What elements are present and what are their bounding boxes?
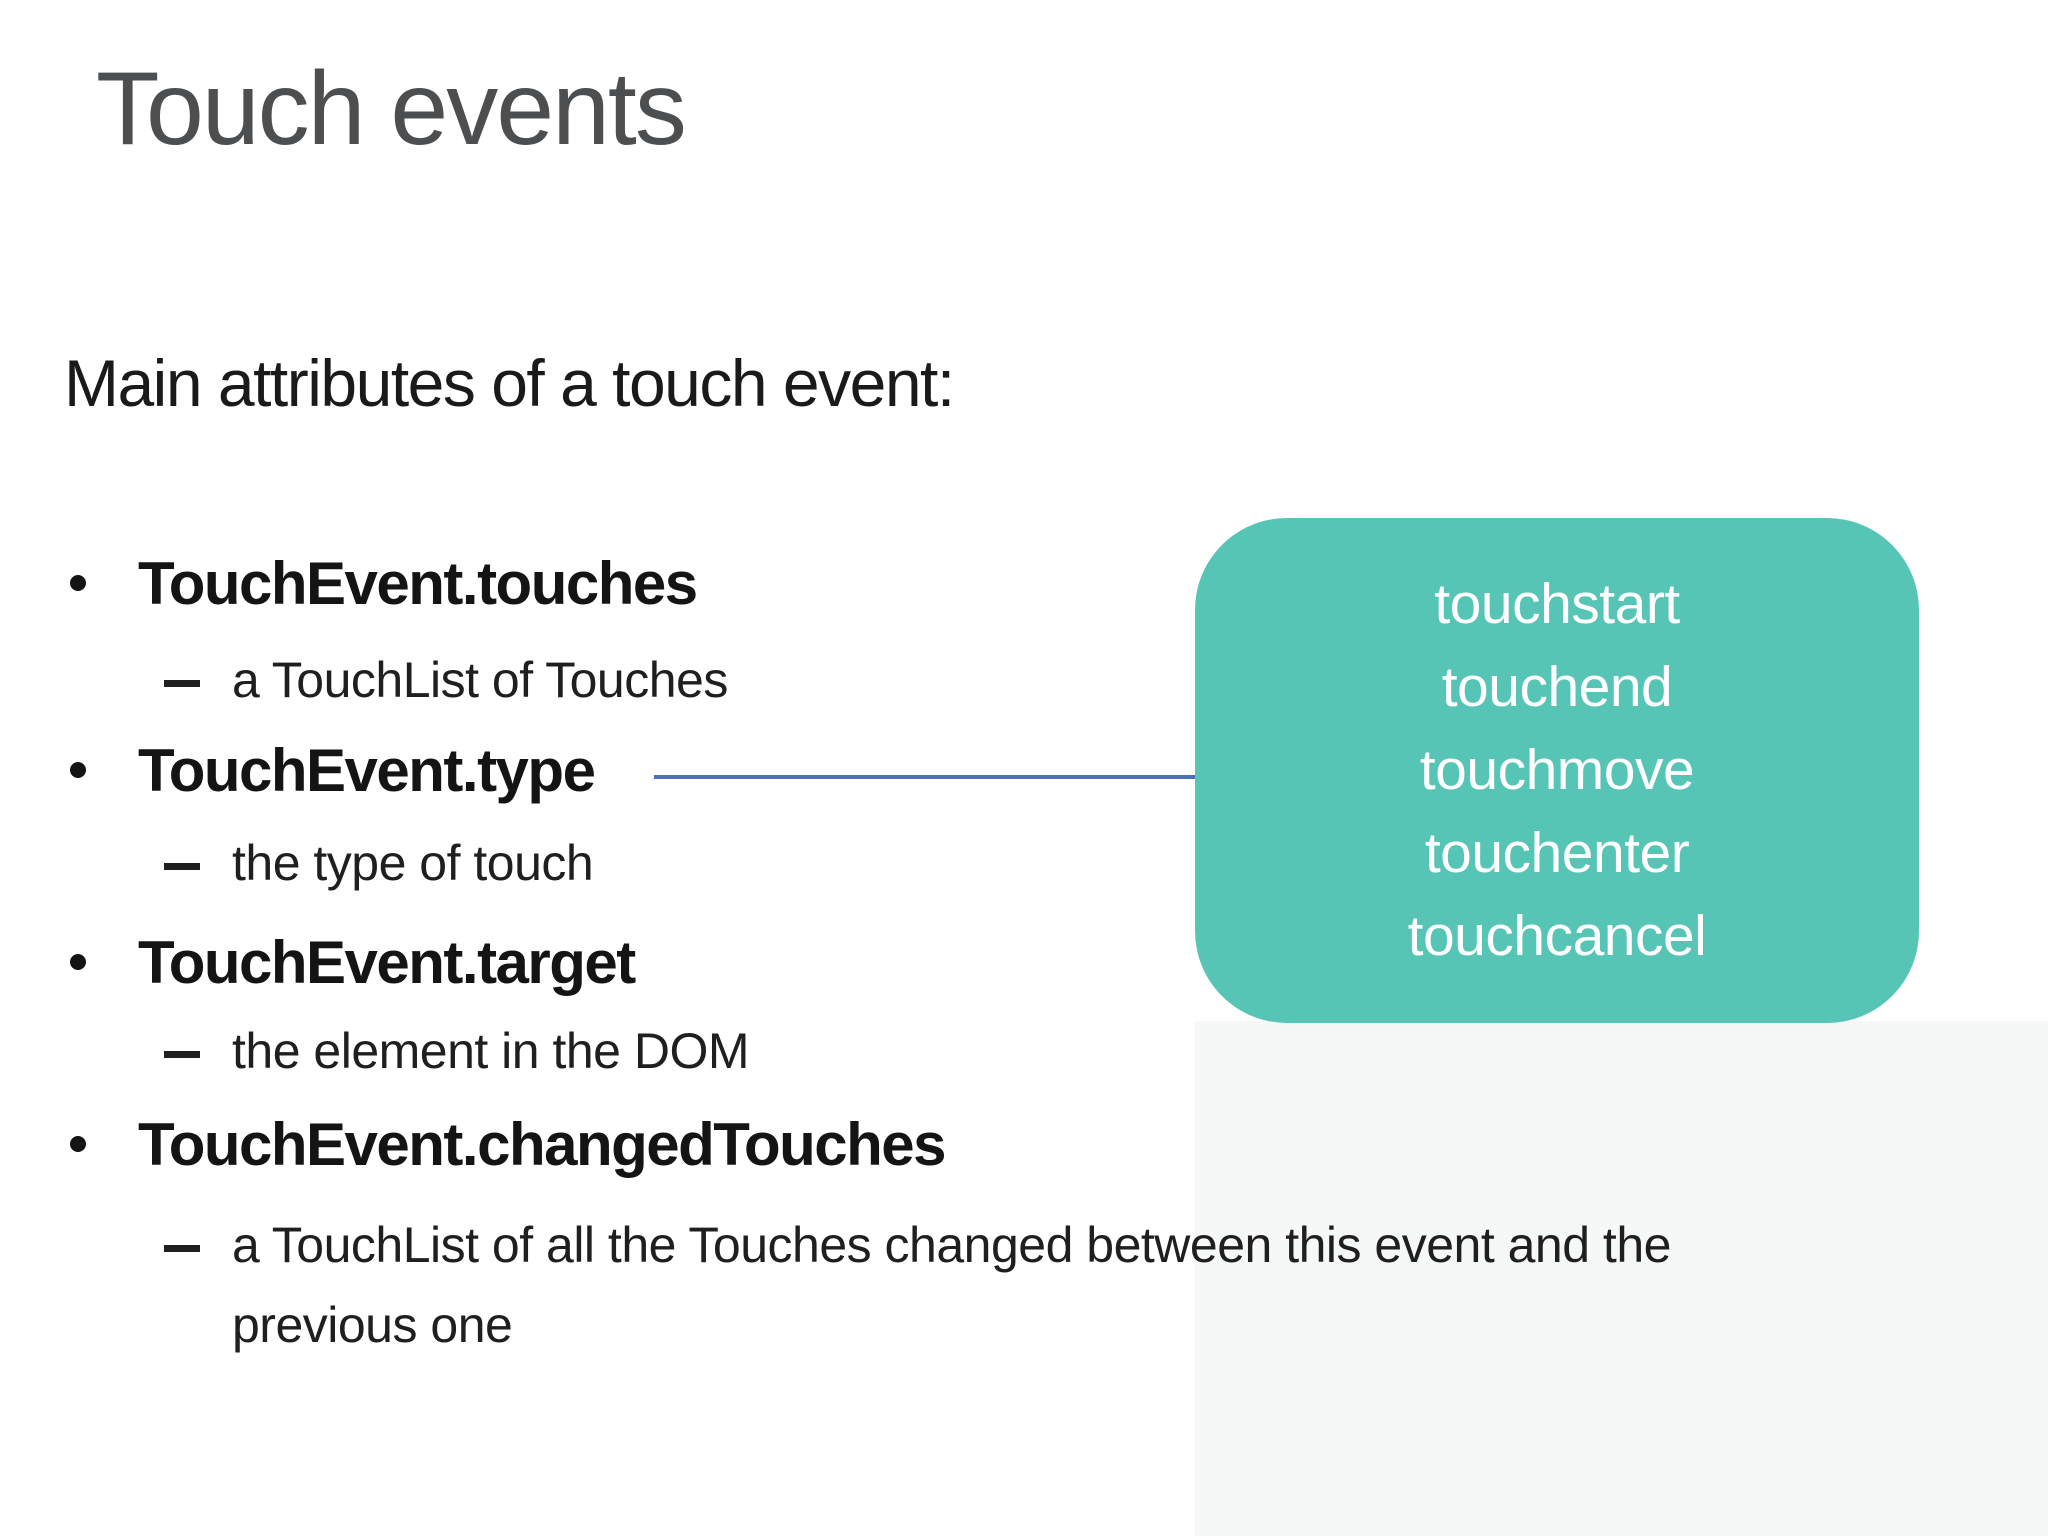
sub-bullet-dash-icon: [164, 1051, 200, 1058]
slide-title: Touch events: [96, 51, 687, 167]
event-name-touchenter: touchenter: [1424, 821, 1690, 885]
connector-line: [654, 775, 1196, 779]
event-name-touchmove: touchmove: [1419, 738, 1695, 802]
sub-bullet-dash-icon: [164, 1245, 200, 1252]
sub-bullet-dash-icon: [164, 863, 200, 870]
event-name-touchcancel: touchcancel: [1407, 904, 1707, 968]
bullet-label-target: TouchEvent.target: [138, 929, 636, 996]
sub-bullet-type: the type of touch: [232, 835, 594, 891]
bullet-dot-icon: [70, 1136, 86, 1152]
sub-bullet-changedtouches: a TouchList of all the Touches changed b…: [232, 1217, 1671, 1353]
event-callout: touchstart touchend touchmove touchenter…: [1195, 518, 1919, 1023]
bullet-dot-icon: [70, 575, 86, 591]
sub-bullet-dash-icon: [164, 680, 200, 687]
sub-bullet-target: the element in the DOM: [232, 1023, 750, 1079]
background-panel: [1195, 1021, 2048, 1536]
bullet-label-type: TouchEvent.type: [138, 737, 596, 804]
intro-text: Main attributes of a touch event:: [64, 346, 955, 420]
bullet-label-touches: TouchEvent.touches: [138, 550, 698, 617]
event-name-touchstart: touchstart: [1434, 572, 1680, 636]
bullet-dot-icon: [70, 954, 86, 970]
sub-bullet-touches: a TouchList of Touches: [232, 652, 728, 708]
bullet-label-changedtouches: TouchEvent.changedTouches: [138, 1111, 947, 1178]
bullet-dot-icon: [70, 762, 86, 778]
event-name-touchend: touchend: [1441, 655, 1673, 719]
